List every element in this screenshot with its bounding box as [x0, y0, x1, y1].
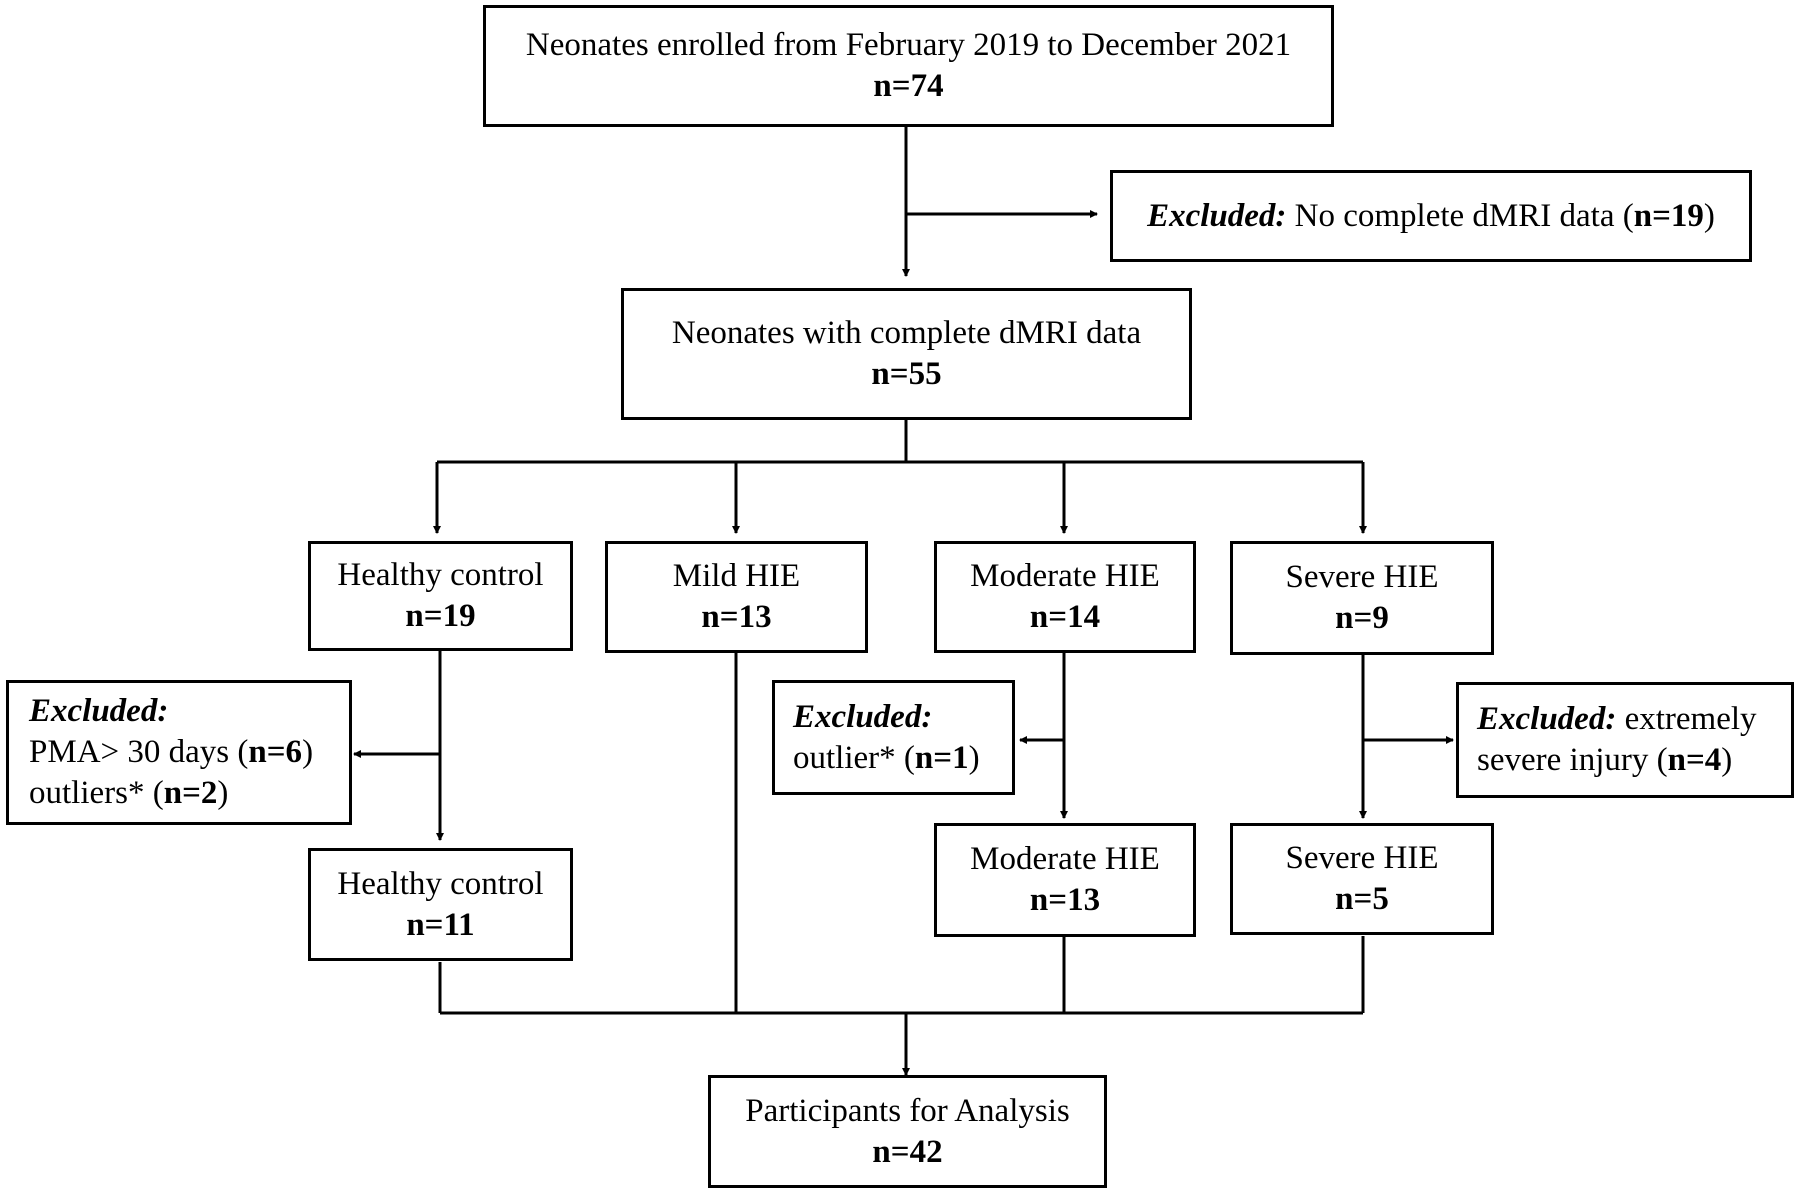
exclusion-moderate-box: Excluded: outlier* (n=1) — [772, 680, 1015, 795]
group-moderate-box: Moderate HIE n=14 — [934, 541, 1196, 653]
after-healthy-count: n=11 — [406, 906, 475, 943]
group-healthy-box: Healthy control n=19 — [308, 541, 573, 651]
exclusion-healthy-open1: ( — [237, 734, 249, 770]
exclusion-moderate-count: n=1 — [914, 739, 969, 776]
group-mild-box: Mild HIE n=13 — [605, 541, 868, 653]
final-count: n=42 — [872, 1133, 943, 1170]
exclusion-healthy-line2: outliers* (n=2) — [29, 773, 228, 814]
after-healthy-label: Healthy control — [337, 865, 544, 902]
exclusion-severe-count: n=4 — [1667, 742, 1722, 778]
enrolled-label: Neonates enrolled from February 2019 to … — [525, 27, 1292, 63]
group-severe-label: Severe HIE — [1285, 559, 1439, 595]
group-mild-label: Mild HIE — [672, 558, 801, 594]
after-moderate-label: Moderate HIE — [970, 841, 1160, 877]
exclusion-severe-label: Excluded: — [1477, 701, 1617, 737]
group-severe-count: n=9 — [1335, 600, 1389, 636]
group-severe-box: Severe HIE n=9 — [1230, 541, 1494, 655]
group-healthy-count: n=19 — [405, 598, 476, 634]
exclusion-moderate-close: ) — [968, 739, 980, 776]
exclusion-healthy-pma: PMA> 30 days — [29, 734, 230, 770]
exclusion-healthy-box: Excluded: PMA> 30 days (n=6) outliers* (… — [6, 680, 352, 825]
exclusion-severe-box: Excluded: extremely severe injury (n=4) — [1456, 682, 1794, 798]
exclusion-moderate-open: ( — [903, 739, 915, 776]
after-severe-count: n=5 — [1335, 881, 1389, 917]
after-severe-box: Severe HIE n=5 — [1230, 823, 1494, 935]
exclusion-severe-extremely: extremely — [1624, 701, 1757, 737]
enrolled-box: Neonates enrolled from February 2019 to … — [483, 5, 1334, 127]
complete-count: n=55 — [871, 356, 942, 392]
exclusion-healthy-label: Excluded: — [29, 693, 169, 729]
exclusion-healthy-count1: n=6 — [248, 734, 303, 770]
exclusion-severe-line2: severe injury (n=4) — [1477, 740, 1732, 781]
exclusion-healthy-close2: ) — [217, 775, 229, 811]
exclusion-healthy-open2: ( — [152, 775, 164, 811]
exclusion-top-line: Excluded: No complete dMRI data (n=19) — [1147, 196, 1715, 237]
after-moderate-count: n=13 — [1029, 882, 1101, 918]
exclusion-healthy-line1: PMA> 30 days (n=6) — [29, 732, 313, 773]
group-mild-count: n=13 — [701, 599, 772, 635]
exclusion-healthy-close1: ) — [302, 734, 314, 770]
final-box: Participants for Analysis n=42 — [708, 1075, 1107, 1188]
exclusion-healthy-count2: n=2 — [163, 775, 218, 811]
exclusion-top-label: Excluded: — [1147, 197, 1287, 234]
exclusion-severe-open: ( — [1656, 742, 1668, 778]
after-moderate-box: Moderate HIE n=13 — [934, 823, 1196, 937]
exclusion-healthy-outliers: outliers* — [29, 775, 145, 811]
final-label: Participants for Analysis — [745, 1092, 1070, 1129]
group-moderate-count: n=14 — [1029, 599, 1101, 635]
exclusion-top-close: ) — [1703, 197, 1715, 234]
exclusion-moderate-line: outlier* (n=1) — [793, 738, 980, 779]
exclusion-top-text: No complete dMRI data — [1294, 197, 1615, 234]
after-severe-label: Severe HIE — [1285, 840, 1439, 876]
exclusion-moderate-outlier: outlier* — [793, 739, 896, 776]
exclusion-severe-line1: Excluded: extremely — [1477, 699, 1757, 740]
exclusion-top-open: ( — [1622, 197, 1634, 234]
group-healthy-label: Healthy control — [337, 557, 544, 593]
group-moderate-label: Moderate HIE — [970, 558, 1160, 594]
exclusion-top-box: Excluded: No complete dMRI data (n=19) — [1110, 170, 1752, 262]
complete-label: Neonates with complete dMRI data — [671, 315, 1142, 351]
complete-box: Neonates with complete dMRI data n=55 — [621, 288, 1192, 420]
enrolled-count: n=74 — [873, 68, 944, 104]
exclusion-severe-close: ) — [1721, 742, 1733, 778]
exclusion-top-count: n=19 — [1633, 197, 1704, 234]
exclusion-moderate-label: Excluded: — [793, 698, 933, 735]
exclusion-severe-injury: severe injury — [1477, 742, 1649, 778]
after-healthy-box: Healthy control n=11 — [308, 848, 573, 961]
